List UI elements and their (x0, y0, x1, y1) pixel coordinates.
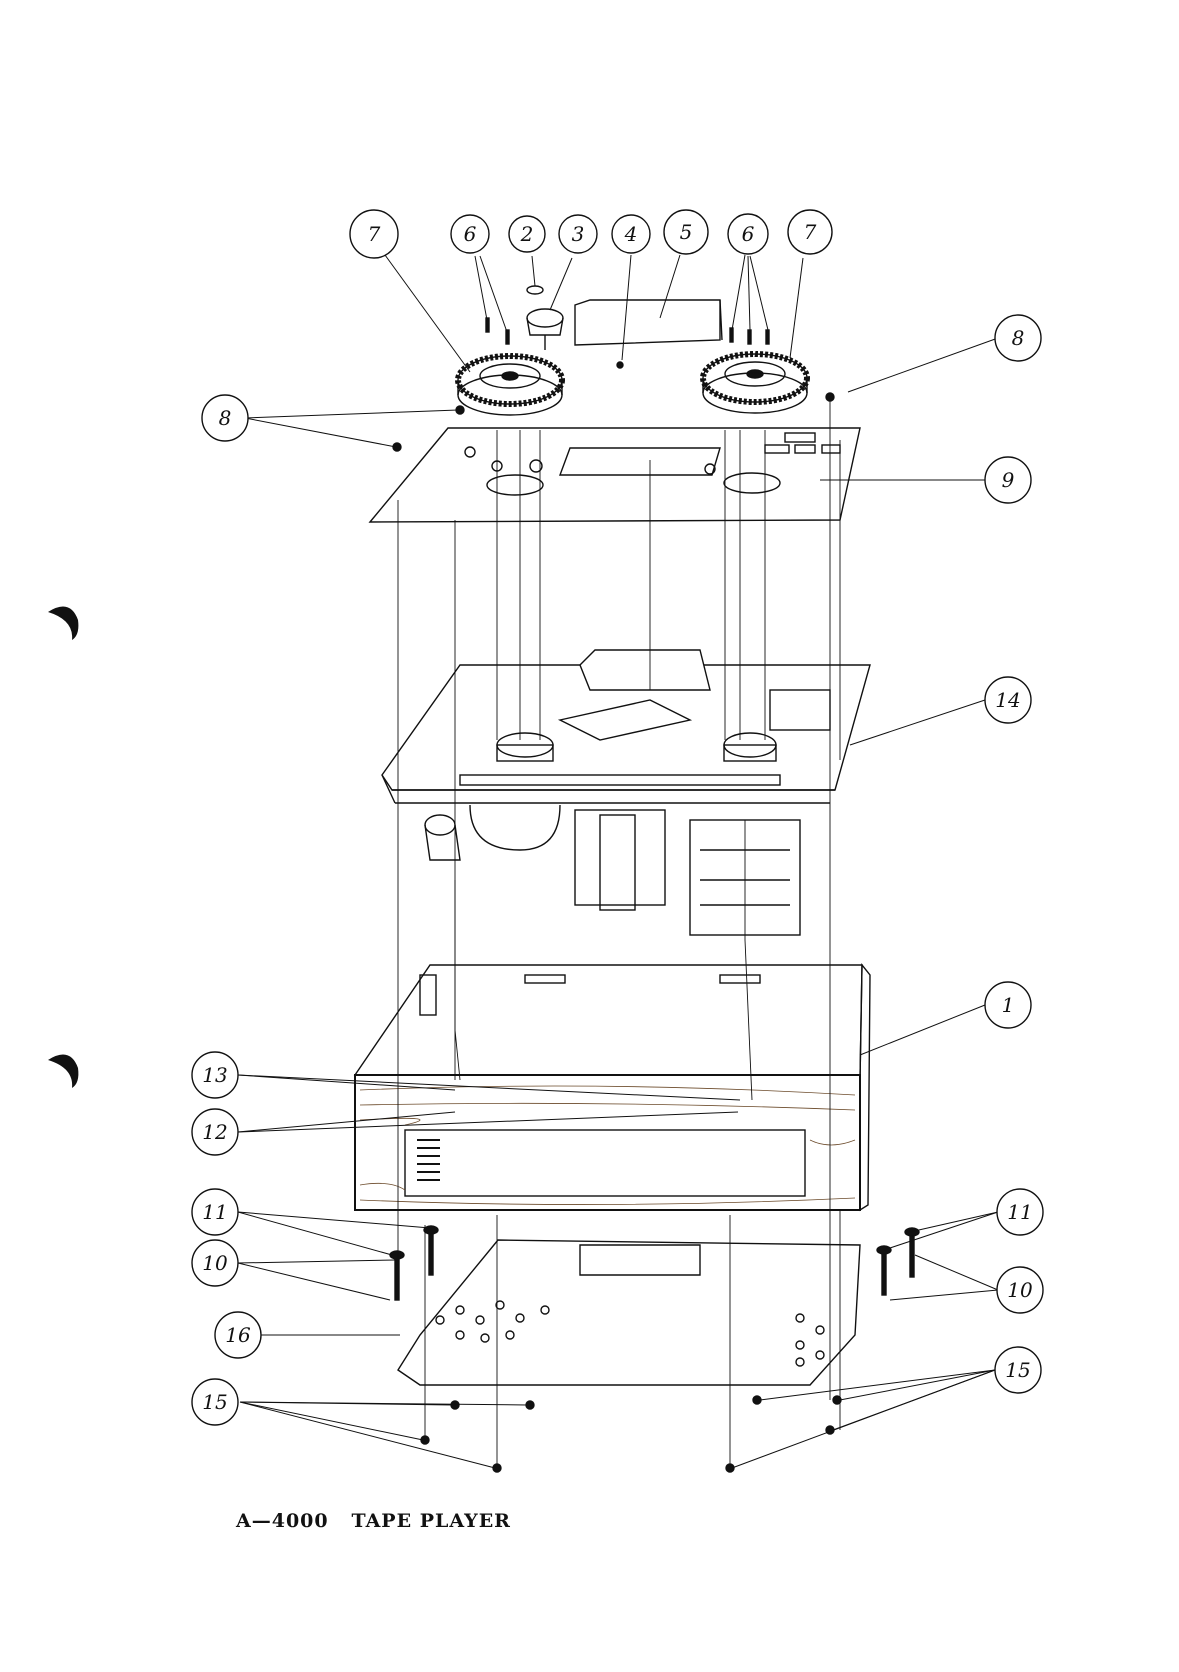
callout-11-left: 11 (202, 1200, 227, 1224)
callout-14: 14 (995, 688, 1020, 712)
callout-9: 9 (1002, 468, 1015, 492)
diagram-caption: A—4000 TAPE PLAYER (236, 1510, 511, 1532)
callout-2: 2 (520, 222, 534, 246)
callout-3: 3 (572, 222, 585, 246)
callout-6-left: 6 (464, 222, 477, 246)
callout-8-left: 8 (219, 406, 232, 430)
callout-1: 1 (1002, 993, 1015, 1017)
callout-10-right: 10 (1007, 1278, 1033, 1302)
bottom-plate-screws (421, 1396, 841, 1472)
binder-marks (48, 607, 78, 1088)
callout-5: 5 (680, 220, 693, 244)
callout-15-left: 15 (202, 1390, 227, 1414)
callout-6-right: 6 (742, 222, 755, 246)
top-cover-plate (370, 428, 860, 522)
callout-12: 12 (202, 1120, 227, 1144)
bottom-plate (398, 1240, 860, 1385)
head-cover (575, 300, 722, 345)
right-reel-platter (703, 354, 807, 413)
callout-8-right: 8 (1012, 326, 1025, 350)
callout-7-left: 7 (368, 222, 381, 246)
motor-and-transformer (425, 805, 800, 935)
callout-11-right: 11 (1007, 1200, 1032, 1224)
callout-4: 4 (624, 222, 638, 246)
wooden-cabinet (355, 965, 870, 1210)
callout-16: 16 (225, 1323, 251, 1347)
callout-13: 13 (202, 1063, 227, 1087)
callout-10-left: 10 (202, 1251, 228, 1275)
callout-7-right: 7 (804, 220, 817, 244)
pinch-roller (527, 286, 563, 350)
callout-15-right: 15 (1005, 1358, 1030, 1382)
left-reel-platter (458, 356, 562, 415)
